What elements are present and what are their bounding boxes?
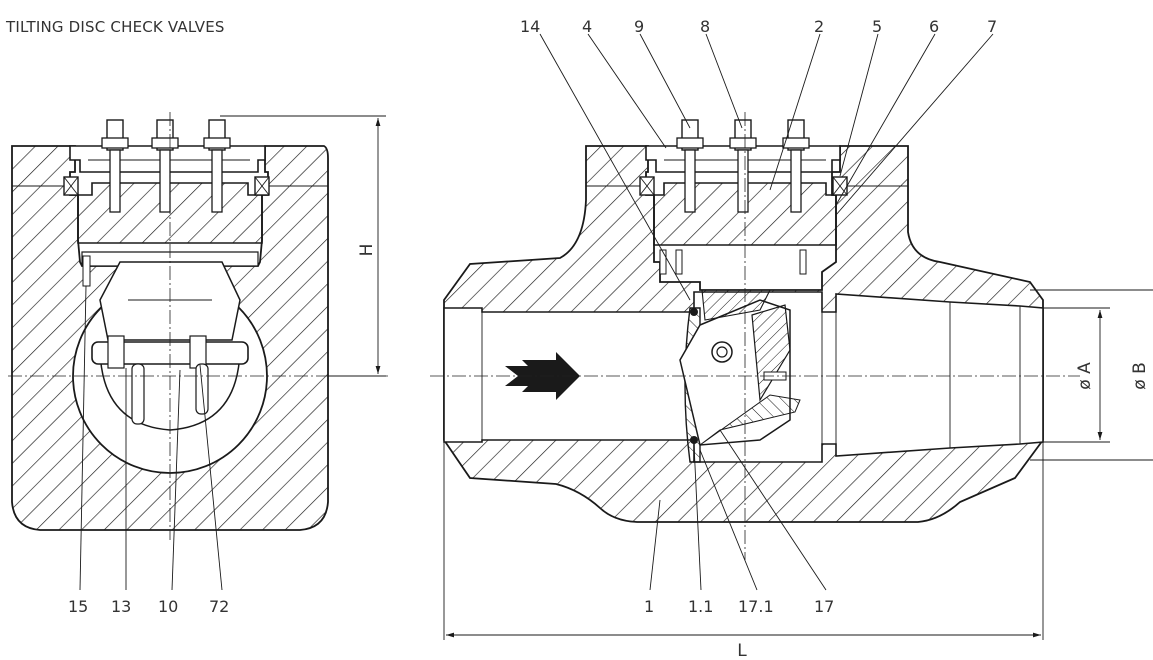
section-view-bolts [676, 119, 810, 213]
label-1-1: 1.1 [688, 597, 713, 616]
label-10: 10 [158, 597, 178, 616]
page-title: TILTING DISC CHECK VALVES [6, 18, 225, 36]
label-17-1: 17.1 [738, 597, 774, 616]
label-4: 4 [582, 17, 592, 36]
label-1: 1 [644, 597, 654, 616]
label-15: 15 [68, 597, 88, 616]
dim-h-label: H [357, 244, 377, 257]
section-view: ø A ø B L 14 4 9 8 2 5 6 7 1 1.1 17.1 17 [430, 17, 1153, 660]
label-2: 2 [814, 17, 824, 36]
side-view: H 15 13 10 72 [8, 112, 388, 616]
label-8: 8 [700, 17, 710, 36]
label-14: 14 [520, 17, 540, 36]
label-13: 13 [111, 597, 131, 616]
label-6: 6 [929, 17, 939, 36]
dim-b-label: ø B [1130, 362, 1150, 389]
label-5: 5 [872, 17, 882, 36]
label-72: 72 [209, 597, 229, 616]
label-7: 7 [987, 17, 997, 36]
label-9: 9 [634, 17, 644, 36]
label-17: 17 [814, 597, 834, 616]
dim-a-label: ø A [1075, 362, 1095, 390]
dim-l-label: L [737, 641, 747, 660]
side-view-bolts [101, 119, 231, 213]
